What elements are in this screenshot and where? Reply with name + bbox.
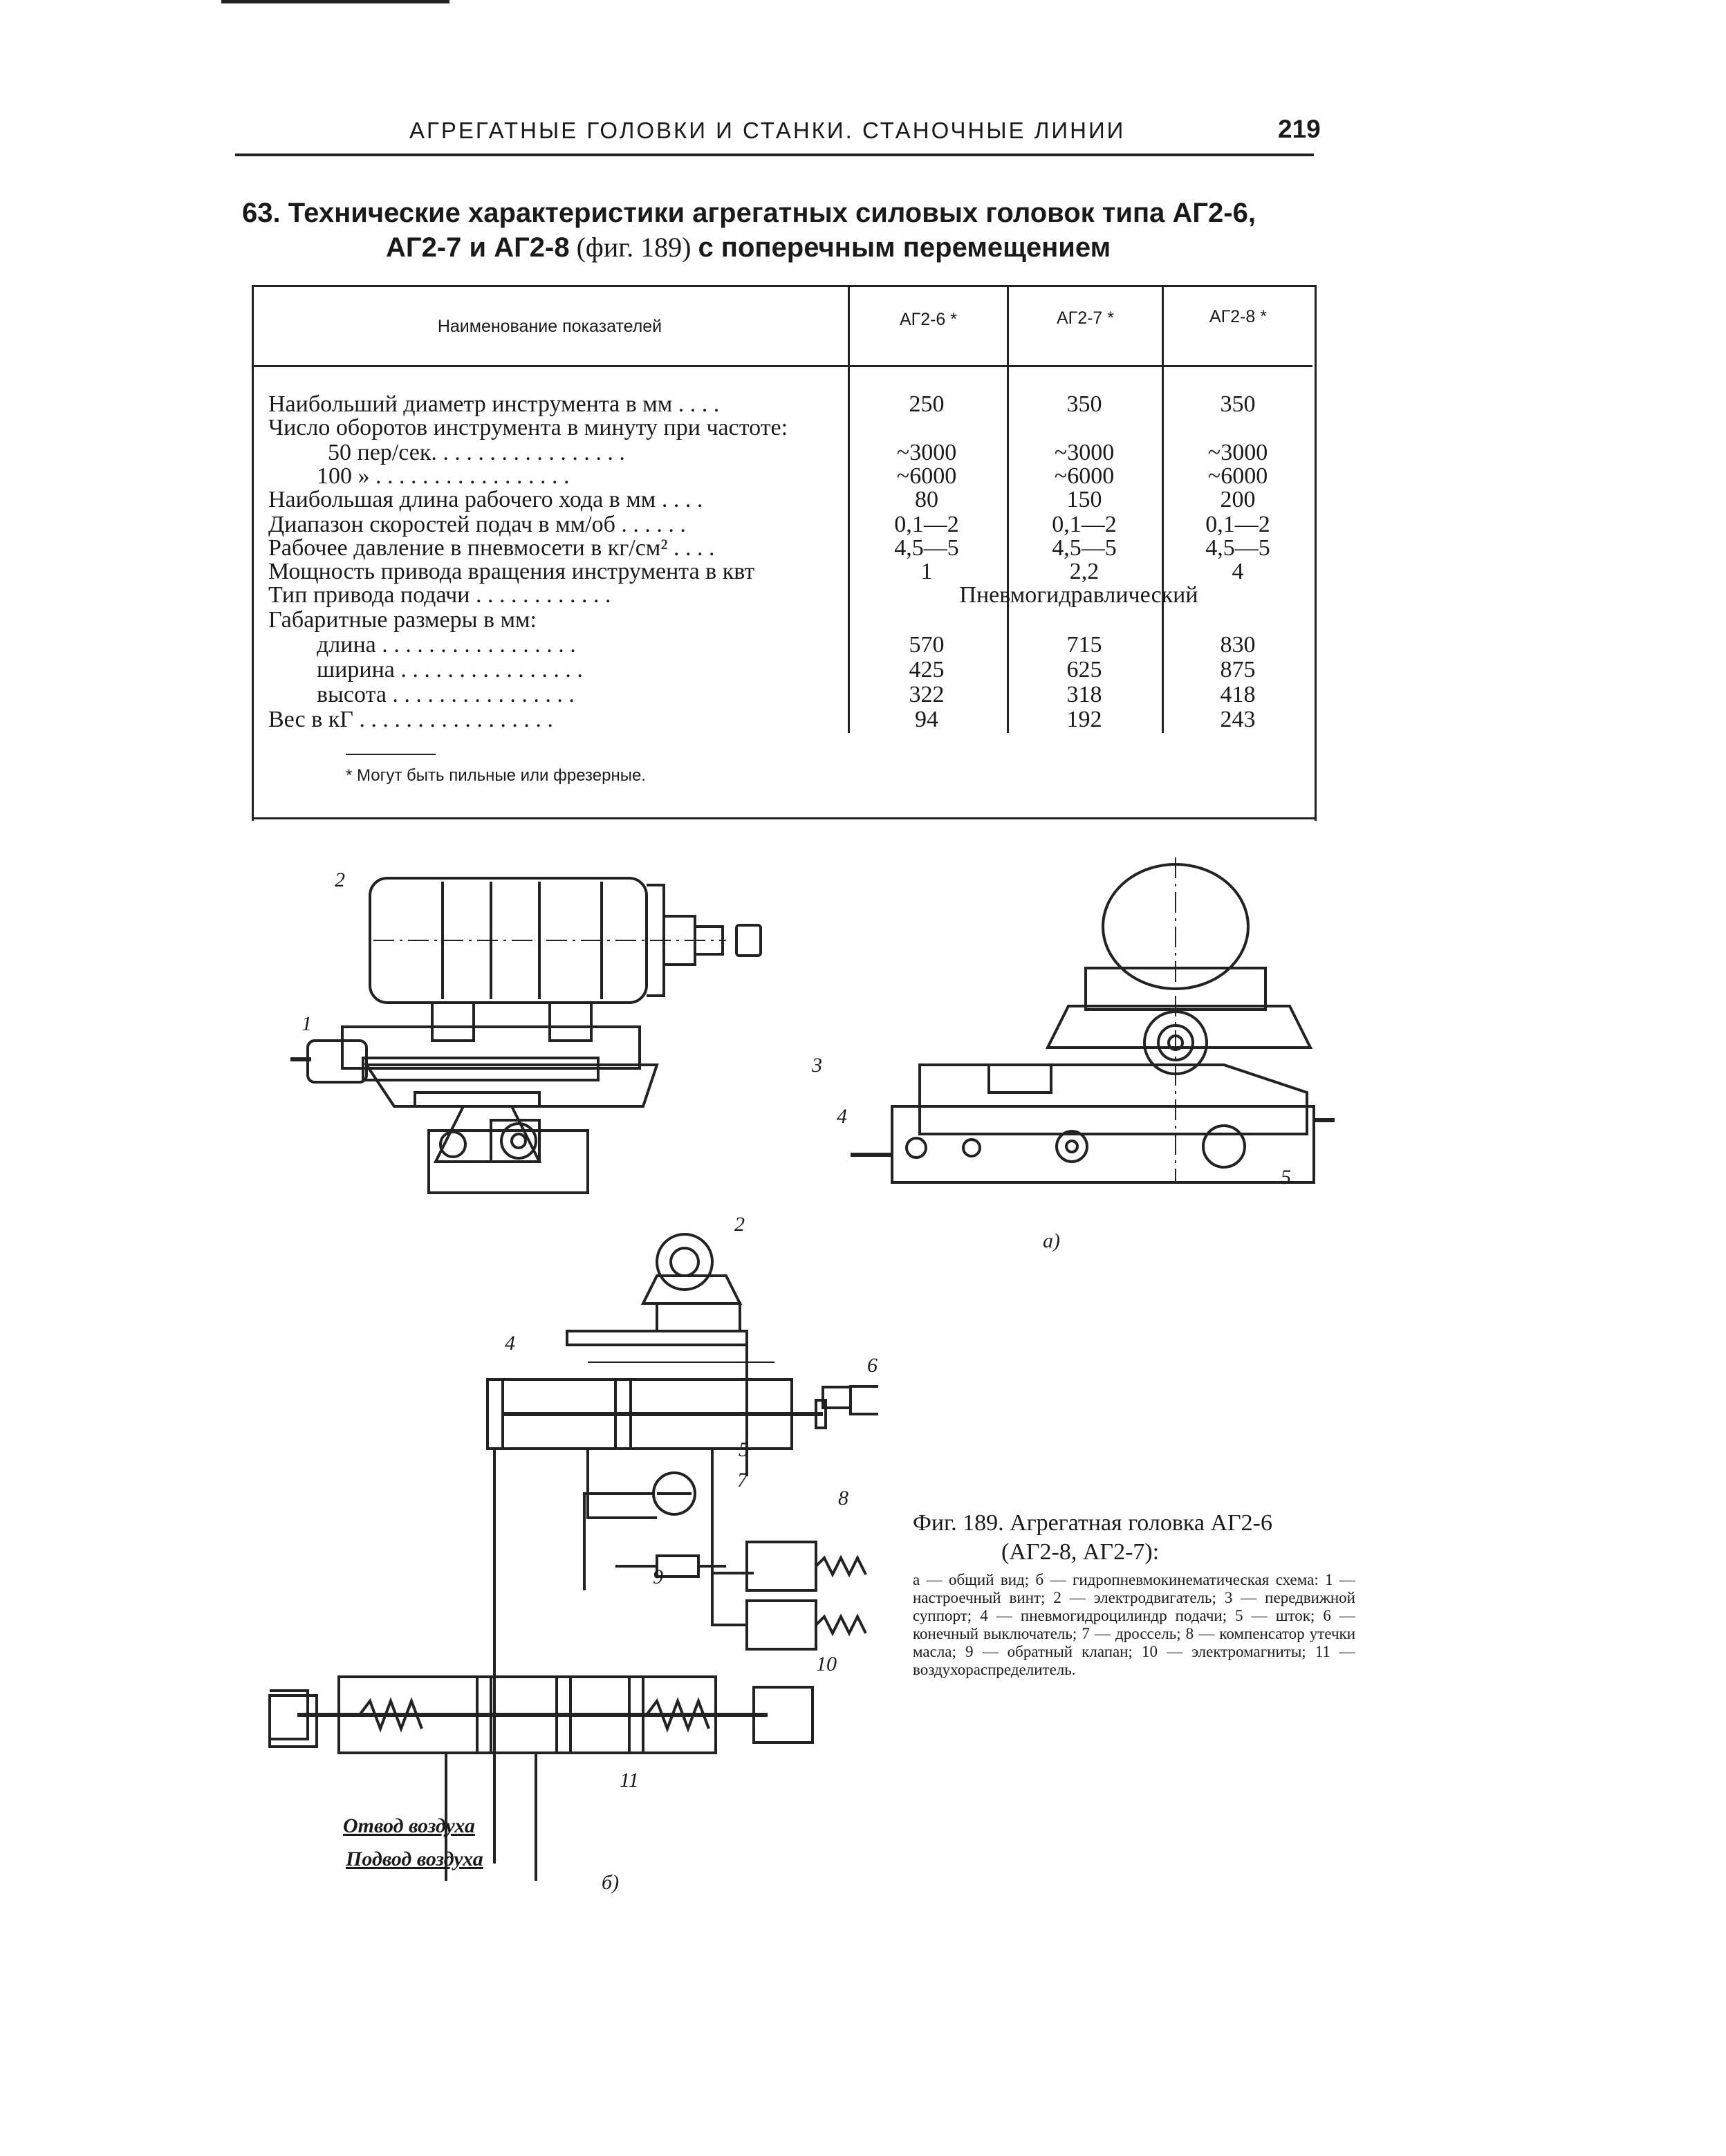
table-row-label: Наибольший диаметр инструмента в мм . . …	[268, 391, 720, 417]
part-label-3: 3	[812, 1054, 822, 1077]
table-cell-v2: 4,5—5	[1052, 535, 1117, 561]
part-label-1: 1	[301, 1012, 312, 1035]
table-header-separator	[252, 365, 1312, 367]
title-figref: (фиг. 189)	[569, 232, 698, 263]
table-cell-v1: ~6000	[896, 463, 957, 489]
table-cell-v3: 350	[1220, 391, 1256, 417]
table-cell-v1: 1	[920, 559, 933, 584]
table-row-label: Число оборотов инструмента в минуту при …	[268, 415, 788, 440]
table-footnote: * Могут быть пильные или фрезерные.	[346, 766, 646, 785]
table-cell-v1: 94	[915, 707, 938, 732]
table-cell-v1: 570	[909, 632, 945, 658]
motor-body	[369, 877, 648, 1004]
table-row-label: высота . . . . . . . . . . . . . . . .	[317, 682, 575, 707]
column-divider	[848, 285, 850, 733]
title-models: АГ2-7 и АГ2-8	[386, 232, 570, 263]
table-row-label: Габаритные размеры в мм:	[268, 607, 537, 633]
table-cell-v3: 875	[1220, 657, 1256, 682]
figure-caption-body: а — общий вид; б — гидропневмокинематиче…	[913, 1571, 1355, 1678]
table-row-label: Наибольшая длина рабочего хода в мм . . …	[268, 487, 703, 512]
table-cell-v3: 0,1—2	[1205, 512, 1270, 537]
running-title: АГРЕГАТНЫЕ ГОЛОВКИ И СТАНКИ. СТАНОЧНЫЕ Л…	[409, 118, 1126, 143]
table-title-line2: АГ2-7 и АГ2-8 (фиг. 189) с поперечным пе…	[242, 230, 1321, 265]
electromagnet-10	[752, 1686, 814, 1744]
electromagnet-left	[268, 1694, 318, 1748]
part-label-8: 8	[838, 1487, 848, 1509]
table-cell-v3: 243	[1220, 707, 1256, 732]
table-row-label: длина . . . . . . . . . . . . . . . . .	[317, 632, 576, 658]
table-cell-v3: 4	[1232, 559, 1244, 584]
table-row-label: Мощность привода вращения инструмента в …	[268, 559, 755, 584]
part-label-6: 6	[867, 1354, 878, 1377]
part-label-10: 10	[816, 1653, 837, 1675]
air-outlet-label: Отвод воздуха	[343, 1814, 475, 1837]
figure-label-b: б)	[602, 1871, 620, 1894]
figure-b-schematic	[270, 1233, 878, 1881]
table-cell-v1: 250	[909, 391, 945, 417]
table-cell-v3: 830	[1220, 632, 1256, 658]
table-cell-v1: ~3000	[896, 440, 957, 465]
figure-label-a: а)	[1043, 1229, 1060, 1252]
table-cell-v3: 200	[1220, 487, 1256, 512]
table-cell-v2: ~6000	[1054, 463, 1115, 489]
part-label-7: 7	[737, 1469, 748, 1491]
figure-a-front-view	[851, 857, 1335, 1184]
title-tail: с поперечным перемещением	[698, 232, 1111, 263]
part-label-2b: 2	[734, 1213, 745, 1236]
table-cell-v3: ~6000	[1207, 463, 1268, 489]
part-label-11: 11	[620, 1769, 639, 1792]
table-frame	[252, 285, 1317, 821]
table-row-label: Тип привода подачи . . . . . . . . . . .…	[268, 582, 611, 608]
table-cell-v2: 350	[1066, 391, 1102, 417]
caption-title-line2: (АГ2-8, АГ2-7):	[1001, 1539, 1160, 1565]
table-cell-v2: 0,1—2	[1052, 512, 1117, 537]
col-header-ag26: АГ2-6 *	[899, 310, 958, 329]
table-cell-v1: 4,5—5	[894, 535, 959, 561]
table-title-line1: 63. Технические характеристики агрегатны…	[242, 198, 1256, 228]
air-inlet-label: Подвод воздуха	[346, 1848, 483, 1870]
page-number: 219	[1278, 115, 1321, 143]
table-cell-v2: Пневмогидравлический	[959, 582, 1198, 608]
table-row-label: 100 » . . . . . . . . . . . . . . . . .	[317, 463, 570, 489]
column-divider	[1007, 285, 1009, 733]
col-header-ag27: АГ2-7 *	[1056, 308, 1115, 328]
part-label-4b: 4	[505, 1332, 515, 1355]
col-header-ag28: АГ2-8 *	[1209, 307, 1268, 326]
table-row-label: Диапазон скоростей подач в мм/об . . . .…	[268, 512, 686, 537]
table-row-label: Рабочее давление в пневмосети в кг/см² .…	[268, 535, 715, 561]
footnote-rule	[346, 754, 436, 755]
col-header-name: Наименование показателей	[437, 317, 662, 336]
table-row-label: ширина . . . . . . . . . . . . . . . .	[317, 657, 583, 682]
part-label-2: 2	[335, 868, 345, 891]
table-cell-v2: 150	[1066, 487, 1102, 512]
table-title: 63. Технические характеристики агрегатны…	[242, 196, 1321, 265]
part-label-5: 5	[1281, 1166, 1291, 1189]
figure-a-side-view	[290, 877, 762, 1194]
table-row-label: Вес в кГ . . . . . . . . . . . . . . . .…	[268, 707, 553, 732]
table-cell-v3: 418	[1220, 682, 1256, 707]
table-cell-v2: 2,2	[1069, 559, 1099, 584]
table-cell-v2: ~3000	[1054, 440, 1115, 465]
table-row-label: 50 пер/сек. . . . . . . . . . . . . . . …	[328, 440, 625, 465]
column-divider	[1162, 285, 1164, 733]
table-bottom-rule	[252, 817, 1317, 819]
part-label-4: 4	[837, 1105, 847, 1128]
table-cell-v2: 318	[1066, 682, 1102, 707]
caption-title-line1: Фиг. 189. Агрегатная головка АГ2-6	[913, 1510, 1272, 1536]
table-cell-v3: 4,5—5	[1205, 535, 1270, 561]
part-label-9: 9	[653, 1565, 663, 1588]
table-cell-v2: 625	[1066, 657, 1102, 682]
top-edge-rule	[221, 0, 449, 3]
part-label-5b: 5	[739, 1438, 749, 1461]
table-cell-v1: 322	[909, 682, 945, 707]
figure-caption-title: Фиг. 189. Агрегатная головка АГ2-6 (АГ2-…	[913, 1509, 1272, 1567]
table-cell-v2: 192	[1066, 707, 1102, 732]
table-cell-v1: 0,1—2	[894, 512, 959, 537]
header-rule	[235, 154, 1314, 156]
table-cell-v3: ~3000	[1207, 440, 1268, 465]
table-cell-v1: 80	[915, 487, 938, 512]
table-cell-v1: 425	[909, 657, 945, 682]
table-cell-v2: 715	[1066, 632, 1102, 658]
